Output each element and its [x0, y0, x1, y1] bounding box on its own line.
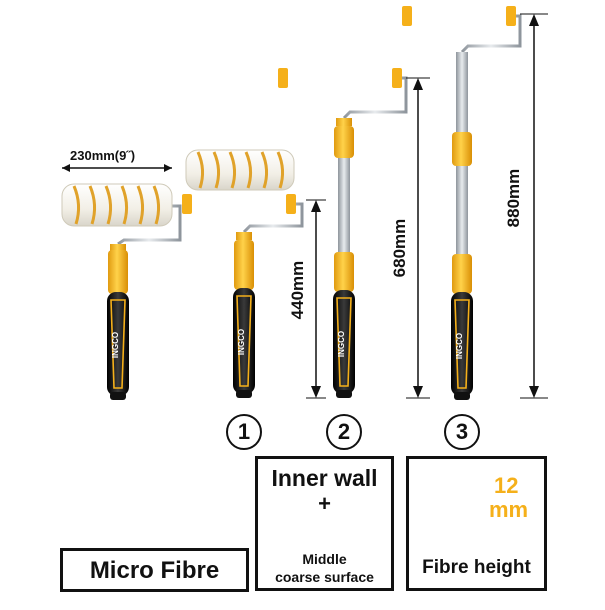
micro-fibre-box: Micro Fibre	[60, 548, 249, 592]
brand-logo-2: INGCO	[237, 329, 246, 355]
surface-label-line2: coarse surface	[275, 569, 374, 585]
fibre-value: 12	[494, 473, 519, 498]
roller-4: INGCO	[402, 6, 522, 400]
inner-wall-box: Inner wall + Middle coarse surface	[255, 456, 394, 591]
fibre-height-label: Fibre height	[422, 557, 531, 578]
set-number-1: 1	[226, 414, 262, 450]
dimension-680	[406, 77, 430, 399]
width-label: 230mm(9˝)	[70, 148, 136, 163]
micro-fibre-label: Micro Fibre	[89, 557, 220, 584]
brand-logo-4: INGCO	[455, 333, 464, 359]
fibre-unit: mm	[489, 497, 529, 522]
plus-sign: +	[318, 491, 331, 516]
width-dimension	[62, 164, 172, 172]
height-label-680: 680mm	[390, 218, 409, 278]
surface-label-line1: Middle	[302, 551, 347, 567]
roller-1: INGCO	[61, 183, 182, 400]
height-label-440: 440mm	[288, 260, 307, 320]
brand-logo-1: INGCO	[111, 332, 120, 358]
set-number-2: 2	[326, 414, 362, 450]
roller-3: INGCO	[278, 68, 408, 398]
roller-2: INGCO	[182, 149, 304, 398]
dimension-880	[520, 13, 548, 399]
height-label-880: 880mm	[504, 168, 523, 228]
brand-logo-3: INGCO	[337, 331, 346, 357]
inner-wall-label: Inner wall	[271, 465, 378, 491]
dimension-440	[306, 199, 326, 399]
set-number-3: 3	[444, 414, 480, 450]
fibre-height-box: 12 mm Fibre height	[406, 456, 547, 591]
